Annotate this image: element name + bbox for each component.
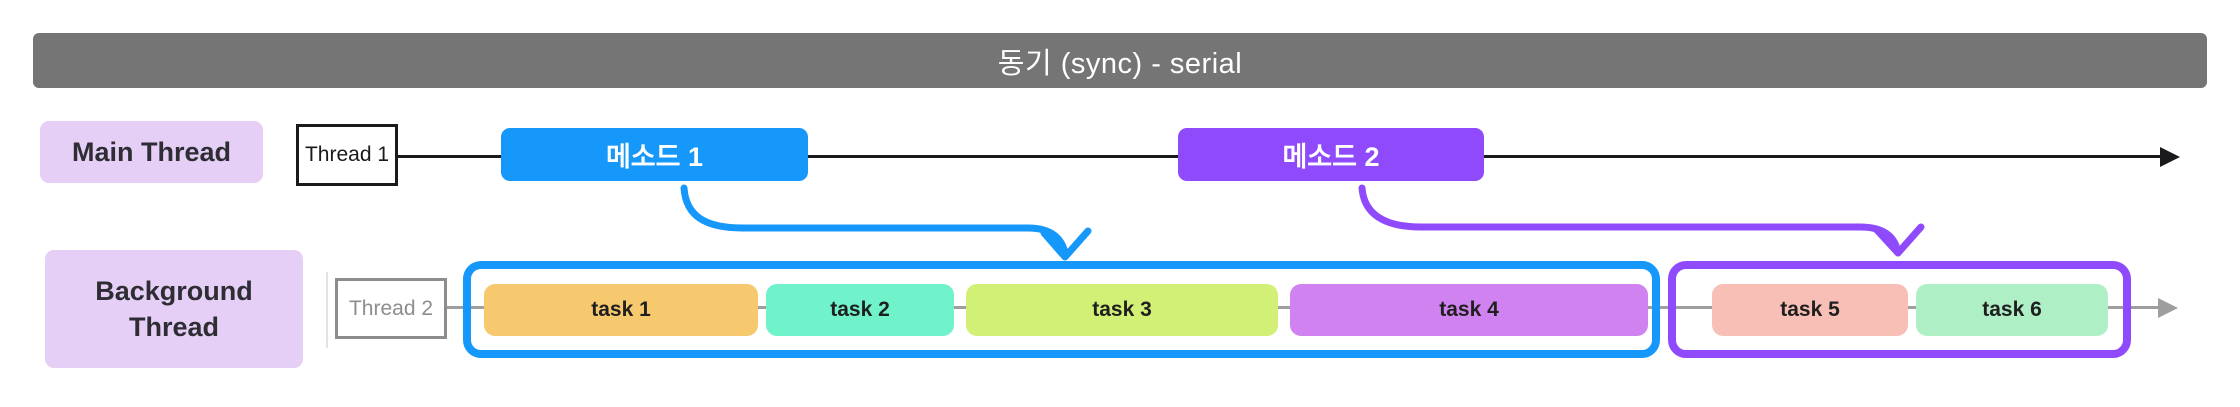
method-1-block: 메소드 1 bbox=[501, 128, 808, 181]
main-thread-label-text: Main Thread bbox=[71, 136, 232, 167]
task-4-label: task 4 bbox=[1439, 298, 1499, 321]
task-2-block: task 2 bbox=[766, 284, 954, 336]
task-3-label: task 3 bbox=[1092, 298, 1152, 321]
sync-task-group-1 bbox=[463, 261, 1660, 358]
title-banner: 동기 (sync) - serial bbox=[33, 33, 2207, 88]
sync-task-group-2 bbox=[1668, 261, 2131, 358]
task-6-block: task 6 bbox=[1916, 284, 2108, 336]
method-2-label: 메소드 2 bbox=[1282, 142, 1380, 172]
task-4-block: task 4 bbox=[1290, 284, 1648, 336]
thread-2-label: Thread 2 bbox=[348, 296, 434, 320]
background-timeline-arrowhead-icon bbox=[2158, 297, 2178, 318]
task-2-label: task 2 bbox=[830, 298, 890, 321]
task-3-block: task 3 bbox=[966, 284, 1278, 336]
thread-2-box: Thread 2 bbox=[335, 278, 447, 339]
task-5-block: task 5 bbox=[1712, 284, 1908, 336]
lane-divider-tick bbox=[326, 272, 328, 348]
method2-dispatch-arrow-icon bbox=[1358, 184, 1925, 257]
diagram-title: 동기 (sync) - serial bbox=[997, 47, 1243, 80]
task-1-block: task 1 bbox=[484, 284, 758, 336]
thread-1-box: Thread 1 bbox=[296, 124, 398, 186]
method1-dispatch-arrow-icon bbox=[680, 184, 1092, 261]
task-6-label: task 6 bbox=[1982, 298, 2042, 321]
task-1-label: task 1 bbox=[591, 298, 651, 321]
background-thread-label-line1: Background bbox=[95, 275, 253, 306]
main-thread-label: Main Thread bbox=[40, 121, 263, 183]
background-thread-label: Background Thread bbox=[45, 250, 303, 368]
background-thread-label-line2: Thread bbox=[128, 312, 220, 342]
task-5-label: task 5 bbox=[1780, 298, 1840, 321]
method-2-block: 메소드 2 bbox=[1178, 128, 1484, 181]
main-timeline-arrowhead-icon bbox=[2160, 146, 2180, 167]
thread-1-label: Thread 1 bbox=[304, 143, 390, 166]
method-1-label: 메소드 1 bbox=[605, 142, 704, 172]
